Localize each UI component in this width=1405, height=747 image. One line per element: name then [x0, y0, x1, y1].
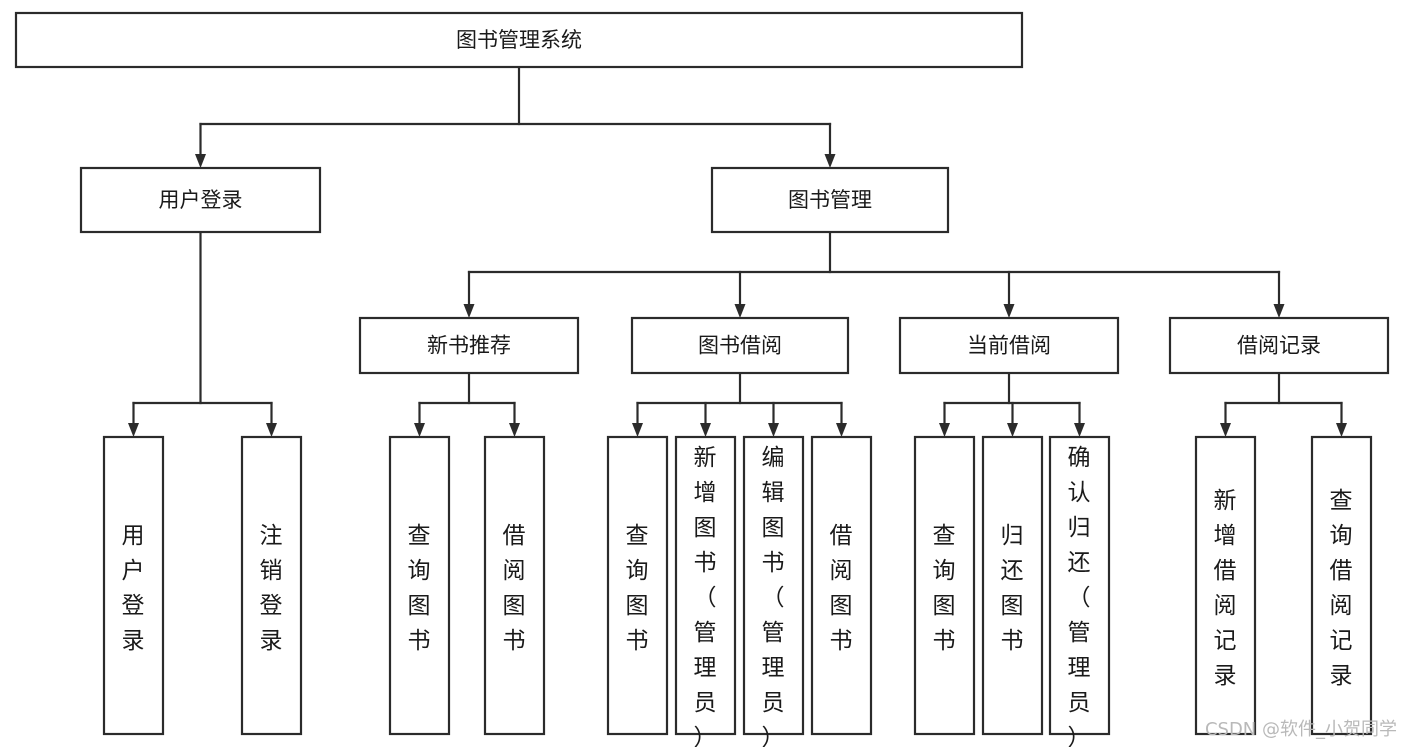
node-label-current-borrow: 当前借阅	[967, 334, 1051, 358]
node-label-leaf-logout: 注销登录	[260, 523, 284, 654]
node-box-leaf-query-book-borrow	[606, 435, 669, 736]
node-box-leaf-logout	[240, 435, 303, 736]
node-leaf-user-login[interactable]: 用户登录	[102, 435, 165, 736]
node-box-leaf-edit-book-admin	[742, 435, 805, 736]
arrow-head-leaf-edit-book-admin	[768, 423, 779, 437]
node-label-root: 图书管理系统	[456, 28, 582, 52]
connector-group-book-borrow	[632, 371, 847, 437]
arrow-head-leaf-borrow-book	[836, 423, 847, 437]
node-book-borrow[interactable]: 图书借阅	[630, 316, 850, 375]
node-leaf-query-book-borrow[interactable]: 查询图书	[606, 435, 669, 736]
node-label-leaf-add-book-admin: 新增图书（管理员）	[694, 445, 718, 747]
arrow-head-leaf-query-book-current	[939, 423, 950, 437]
node-box-leaf-user-login	[102, 435, 165, 736]
node-box-leaf-add-book-admin	[674, 435, 737, 736]
node-box-leaf-query-book-recommend	[388, 435, 451, 736]
arrow-head-leaf-logout	[266, 423, 277, 437]
arrow-head-borrow-record	[1273, 304, 1285, 318]
node-label-book-management: 图书管理	[788, 188, 872, 212]
node-new-book-recommend[interactable]: 新书推荐	[358, 316, 580, 375]
connector-group-book-management	[463, 230, 1285, 318]
connector-group-borrow-record	[1220, 371, 1347, 437]
arrow-head-leaf-query-book-borrow	[632, 423, 643, 437]
node-current-borrow[interactable]: 当前借阅	[898, 316, 1120, 375]
node-leaf-query-book-recommend[interactable]: 查询图书	[388, 435, 451, 736]
nodes-layer: 图书管理系统用户登录图书管理新书推荐图书借阅当前借阅借阅记录用户登录注销登录查询…	[14, 11, 1390, 747]
node-box-book-borrow	[630, 316, 850, 375]
node-box-leaf-query-book-current	[913, 435, 976, 736]
node-leaf-edit-book-admin[interactable]: 编辑图书（管理员）	[742, 435, 805, 747]
arrow-head-book-borrow	[734, 304, 746, 318]
node-borrow-record[interactable]: 借阅记录	[1168, 316, 1390, 375]
connectors-layer	[128, 65, 1347, 437]
node-box-leaf-borrow-book-recommend	[483, 435, 546, 736]
arrow-head-current-borrow	[1003, 304, 1015, 318]
node-leaf-logout[interactable]: 注销登录	[240, 435, 303, 736]
node-box-leaf-query-borrow-record	[1310, 435, 1373, 736]
node-box-user-login	[79, 166, 322, 234]
node-leaf-add-borrow-record[interactable]: 新增借阅记录	[1194, 435, 1257, 736]
node-box-leaf-borrow-book	[810, 435, 873, 736]
node-box-leaf-add-borrow-record	[1194, 435, 1257, 736]
node-label-leaf-confirm-return-admin: 确认归还（管理员）	[1068, 445, 1092, 747]
connector-group-root	[195, 65, 836, 168]
node-box-book-management	[710, 166, 950, 234]
node-label-new-book-recommend: 新书推荐	[427, 334, 511, 358]
arrow-head-leaf-add-book-admin	[700, 423, 711, 437]
arrow-head-leaf-query-borrow-record	[1336, 423, 1347, 437]
node-label-leaf-add-borrow-record: 新增借阅记录	[1214, 488, 1238, 689]
arrow-head-leaf-query-book-recommend	[414, 423, 425, 437]
watermark-text: CSDN @软件_小贺同学	[1204, 719, 1397, 740]
node-box-leaf-return-book	[981, 435, 1044, 736]
node-label-leaf-query-book-recommend: 查询图书	[408, 523, 432, 654]
arrow-head-leaf-add-borrow-record	[1220, 423, 1231, 437]
node-label-leaf-query-borrow-record: 查询借阅记录	[1330, 488, 1354, 689]
node-box-leaf-confirm-return-admin	[1048, 435, 1111, 736]
node-user-login[interactable]: 用户登录	[79, 166, 322, 234]
node-root[interactable]: 图书管理系统	[14, 11, 1024, 69]
node-label-leaf-query-book-current: 查询图书	[933, 523, 957, 654]
node-label-leaf-borrow-book-recommend: 借阅图书	[503, 523, 527, 654]
node-leaf-query-borrow-record[interactable]: 查询借阅记录	[1310, 435, 1373, 736]
node-label-leaf-edit-book-admin: 编辑图书（管理员）	[762, 445, 786, 747]
node-leaf-confirm-return-admin[interactable]: 确认归还（管理员）	[1048, 435, 1111, 747]
node-label-leaf-user-login: 用户登录	[122, 523, 146, 654]
node-label-book-borrow: 图书借阅	[698, 334, 782, 358]
node-box-borrow-record	[1168, 316, 1390, 375]
node-leaf-borrow-book-recommend[interactable]: 借阅图书	[483, 435, 546, 736]
node-label-borrow-record: 借阅记录	[1237, 334, 1321, 358]
arrow-head-book-management	[824, 154, 836, 168]
node-box-current-borrow	[898, 316, 1120, 375]
arrow-head-leaf-return-book	[1007, 423, 1018, 437]
arrow-head-new-book-recommend	[463, 304, 475, 318]
connector-group-new-book-recommend	[414, 371, 520, 437]
node-label-user-login: 用户登录	[159, 188, 243, 212]
node-box-new-book-recommend	[358, 316, 580, 375]
node-label-leaf-query-book-borrow: 查询图书	[626, 523, 650, 654]
node-label-leaf-return-book: 归还图书	[1001, 523, 1025, 654]
arrow-head-leaf-borrow-book-recommend	[509, 423, 520, 437]
arrow-head-leaf-user-login	[128, 423, 139, 437]
node-leaf-return-book[interactable]: 归还图书	[981, 435, 1044, 736]
node-leaf-add-book-admin[interactable]: 新增图书（管理员）	[674, 435, 737, 747]
node-leaf-query-book-current[interactable]: 查询图书	[913, 435, 976, 736]
arrow-head-user-login	[195, 154, 206, 168]
node-book-management[interactable]: 图书管理	[710, 166, 950, 234]
connector-group-current-borrow	[939, 371, 1085, 437]
node-label-leaf-borrow-book: 借阅图书	[830, 523, 854, 654]
arrow-head-leaf-confirm-return-admin	[1074, 423, 1085, 437]
connector-group-user-login	[128, 230, 277, 437]
node-leaf-borrow-book[interactable]: 借阅图书	[810, 435, 873, 736]
node-box-root	[14, 11, 1024, 69]
